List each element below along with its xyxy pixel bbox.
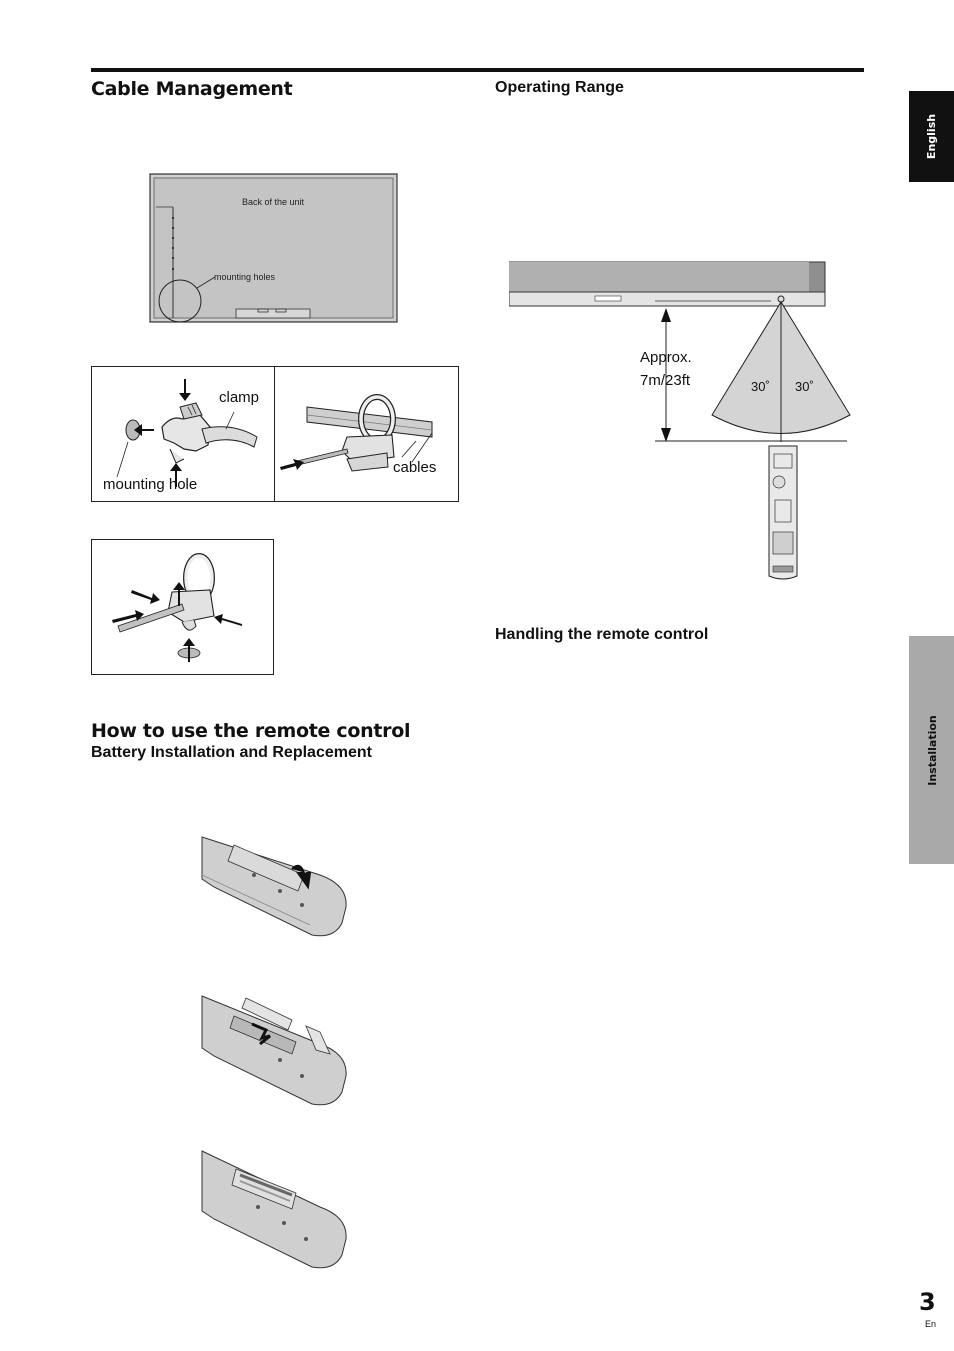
page-number: 3 bbox=[919, 1288, 936, 1316]
battery-step-2-figure bbox=[200, 994, 350, 1110]
tab-installation[interactable]: Installation bbox=[909, 636, 954, 864]
clamp-label: clamp bbox=[219, 389, 260, 406]
clamp-figure-divider bbox=[274, 367, 275, 501]
mounting-hole-label: mounting hole bbox=[103, 476, 198, 493]
tab-english-label: English bbox=[925, 113, 939, 160]
handling-remote-heading: Handling the remote control bbox=[495, 626, 709, 643]
back-of-unit-label: Back of the unit bbox=[242, 197, 305, 207]
tab-english[interactable]: English bbox=[909, 91, 954, 182]
battery-step-1-figure bbox=[200, 835, 350, 939]
angle-left-label: 30˚ bbox=[751, 379, 770, 394]
mounting-holes-label: mounting holes bbox=[214, 272, 276, 282]
page-language: En bbox=[925, 1319, 937, 1329]
top-rule bbox=[91, 68, 864, 72]
clamp-figure: clamp mounting hole cables bbox=[91, 366, 459, 502]
tab-installation-label: Installation bbox=[925, 714, 939, 786]
back-of-unit-figure: Back of the unit mounting holes bbox=[149, 173, 398, 323]
approx-label: Approx. bbox=[640, 349, 692, 366]
distance-label: 7m/23ft bbox=[640, 372, 691, 389]
battery-subheading: Battery Installation and Replacement bbox=[91, 744, 372, 761]
clamp-release-figure bbox=[91, 539, 274, 675]
operating-range-figure: Approx. 7m/23ft 30˚ 30˚ bbox=[509, 260, 855, 580]
cables-label: cables bbox=[393, 459, 437, 476]
angle-right-label: 30˚ bbox=[795, 379, 814, 394]
operating-range-heading: Operating Range bbox=[495, 79, 624, 96]
remote-control-heading: How to use the remote control bbox=[91, 720, 411, 742]
battery-step-3-figure bbox=[200, 1149, 350, 1273]
cable-management-heading: Cable Management bbox=[91, 78, 293, 100]
